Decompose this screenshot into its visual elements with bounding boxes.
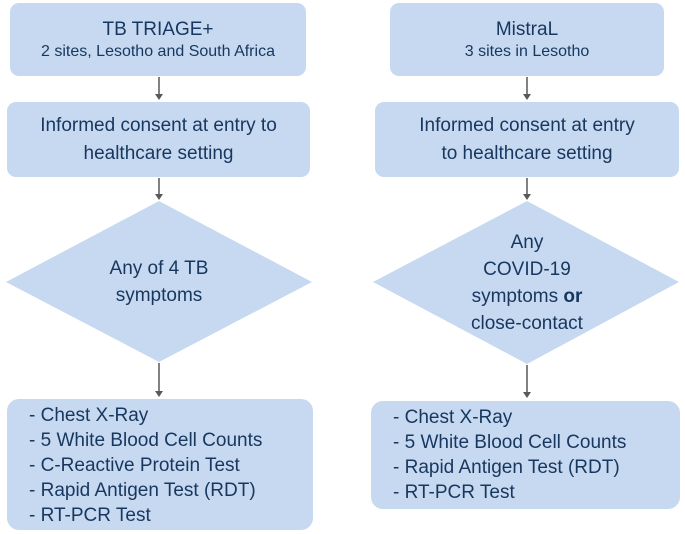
left-arrow-2 [155, 178, 163, 200]
right-test-item: - RT-PCR Test [393, 482, 515, 503]
right-arrow-1 [523, 77, 531, 100]
right-study-subtitle: 3 sites in Lesotho [464, 42, 590, 60]
right-criteria-text: Any COVID-19 symptoms or close-contact [427, 229, 627, 337]
left-test-item: - 5 White Blood Cell Counts [29, 430, 263, 451]
left-criteria-line-2: symptoms [115, 285, 203, 306]
right-criteria-line-1: Any [510, 232, 544, 253]
right-criteria-line-3: symptoms or [472, 283, 583, 310]
right-consent-line-1: Informed consent at entry [419, 114, 635, 136]
right-test-item: - 5 White Blood Cell Counts [393, 432, 627, 453]
left-consent-line-2: healthcare setting [83, 142, 234, 164]
left-study-title: TB TRIAGE+ [102, 18, 214, 40]
left-criteria-line-1: Any of 4 TB [109, 258, 209, 279]
left-arrow-3 [155, 363, 163, 397]
left-consent-box: Informed consent at entry to healthcare … [7, 102, 310, 177]
right-criteria-line-4: close-contact [471, 313, 583, 334]
right-test-item: - Rapid Antigen Test (RDT) [393, 457, 620, 478]
right-test-item: - Chest X-Ray [393, 407, 513, 428]
left-test-item: - Chest X-Ray [29, 405, 149, 426]
left-tests-box: - Chest X-Ray - 5 White Blood Cell Count… [7, 399, 313, 530]
right-criteria-line-2: COVID-19 [483, 259, 571, 280]
right-criteria-or: or [563, 286, 583, 307]
left-arrow-1 [155, 77, 163, 100]
left-decision-diamond [6, 201, 312, 362]
left-criteria-text: Any of 4 TB symptoms [59, 240, 259, 324]
right-arrow-2 [523, 178, 531, 200]
left-test-item: - Rapid Antigen Test (RDT) [29, 480, 256, 501]
right-consent-line-2: to healthcare setting [441, 142, 613, 164]
right-criteria-symptoms: symptoms [471, 286, 564, 307]
right-tests-box: - Chest X-Ray - 5 White Blood Cell Count… [371, 401, 680, 509]
right-study-title: MistraL [495, 18, 559, 40]
left-test-item: - C-Reactive Protein Test [29, 455, 240, 476]
right-consent-box: Informed consent at entry to healthcare … [375, 102, 679, 177]
left-study-subtitle: 2 sites, Lesotho and South Africa [41, 42, 275, 60]
left-test-item: - RT-PCR Test [29, 505, 151, 526]
right-decision-diamond [373, 201, 679, 364]
left-consent-line-1: Informed consent at entry to [40, 114, 277, 136]
right-study-box: MistraL 3 sites in Lesotho [390, 3, 664, 76]
left-study-box: TB TRIAGE+ 2 sites, Lesotho and South Af… [10, 3, 306, 76]
right-arrow-3 [523, 365, 531, 398]
